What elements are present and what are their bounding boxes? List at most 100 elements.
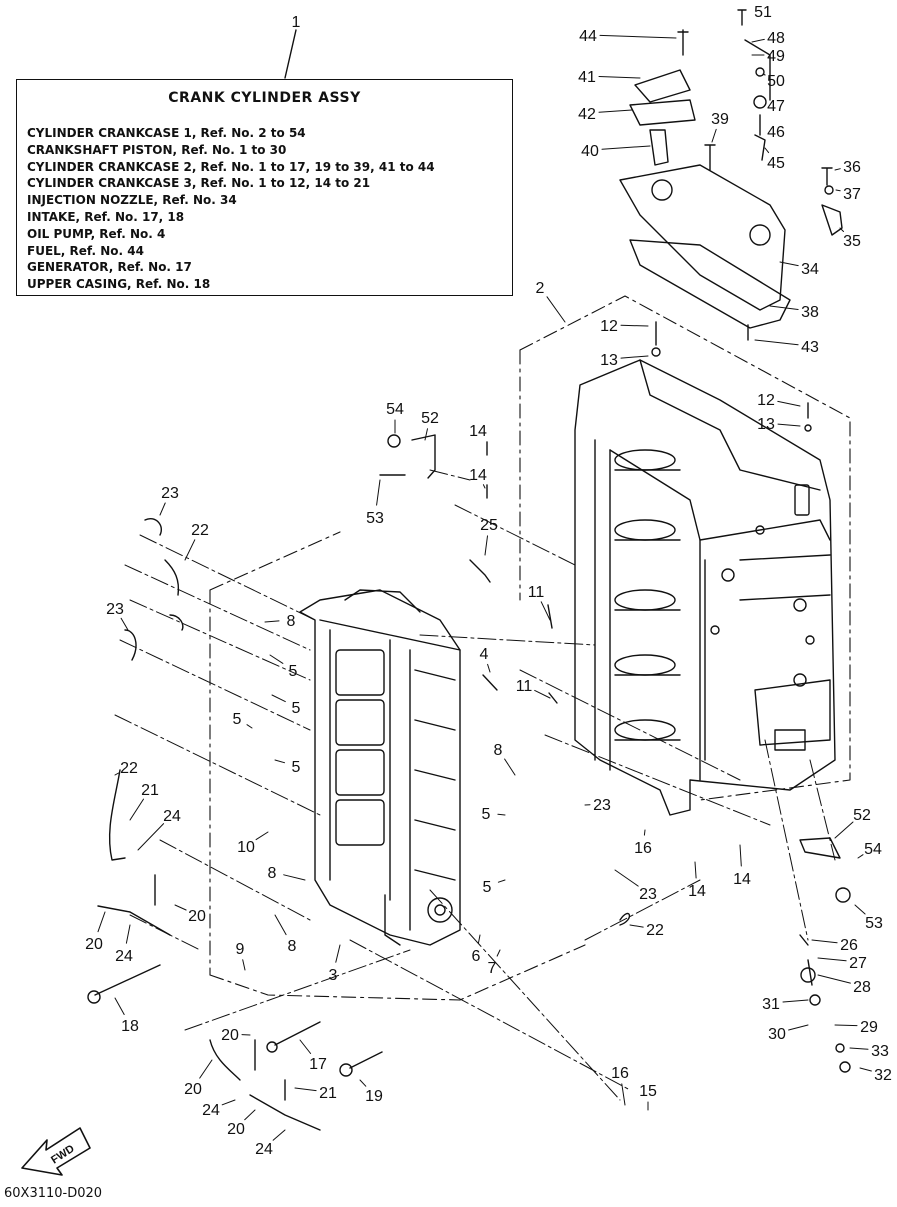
callout-number: 20 (188, 908, 206, 925)
callout-number: 34 (801, 261, 819, 278)
callout-leader (834, 1024, 858, 1027)
callout-leader (497, 813, 506, 816)
callout-number: 8 (268, 865, 277, 882)
callout-number: 11 (528, 584, 545, 601)
callout-number: 23 (593, 797, 611, 814)
callout-number: 18 (121, 1018, 139, 1035)
legend-line: INJECTION NOZZLE, Ref. No. 34 (27, 193, 237, 208)
callout-number: 14 (688, 883, 706, 900)
callout-number: 8 (288, 938, 297, 955)
crankcase-left-outline (209, 531, 586, 1001)
callout-number: 43 (801, 339, 819, 356)
callout-number: 16 (634, 840, 652, 857)
callout-leader (269, 654, 284, 664)
legend-line: INTAKE, Ref. No. 17, 18 (27, 209, 185, 224)
callout-leader (817, 957, 847, 962)
callout-number: 54 (386, 401, 404, 418)
fasteners (379, 9, 843, 704)
callout-number: 22 (120, 760, 138, 777)
callout-leader (264, 620, 280, 623)
callout-leader (376, 479, 381, 506)
callout-leader (859, 1067, 872, 1072)
legend-line: UPPER CASING, Ref. No. 18 (27, 277, 211, 292)
head-cover-assembly (619, 69, 791, 329)
callout-number: 42 (578, 106, 596, 123)
callout-leader (834, 168, 841, 171)
callout-number: 52 (853, 807, 871, 824)
callout-leader (97, 911, 106, 933)
callout-number: 16 (611, 1065, 629, 1082)
callout-number: 1 (292, 14, 301, 31)
callout-number: 5 (483, 879, 492, 896)
legend-line: CYLINDER CRANKCASE 2, Ref. No. 1 to 17, … (27, 159, 435, 174)
callout-number: 20 (184, 1081, 202, 1098)
callout-leader (854, 904, 866, 915)
callout-number: 36 (843, 159, 861, 176)
callout-number: 5 (289, 663, 298, 680)
callout-number: 24 (202, 1102, 220, 1119)
callout-leader (621, 1083, 626, 1106)
callout-number: 7 (488, 960, 497, 977)
callout-leader (764, 147, 770, 154)
callout-number: 46 (767, 124, 785, 141)
callout-leader (335, 944, 341, 963)
callout-number: 11 (516, 678, 533, 695)
callout-leader (271, 694, 286, 703)
callout-number: 9 (236, 941, 245, 958)
callout-leader (643, 829, 646, 836)
callout-number: 15 (639, 1083, 657, 1100)
callout-number: 17 (309, 1056, 327, 1073)
callout-leader (274, 759, 285, 764)
callout-leader (484, 535, 488, 556)
callout-leader (184, 539, 196, 561)
callout-number: 5 (292, 700, 301, 717)
legend-line: FUEL, Ref. No. 44 (27, 243, 144, 258)
callout-number: 14 (469, 467, 487, 484)
callout-number: 12 (757, 392, 775, 409)
callout-leader (477, 934, 481, 944)
callout-number: 32 (874, 1067, 892, 1084)
callout-leader (487, 663, 491, 673)
callout-leader (299, 1039, 312, 1054)
callout-number: 8 (494, 742, 503, 759)
callout-leader (120, 617, 129, 631)
legend-line: CRANKSHAFT PISTON, Ref. No. 1 to 30 (27, 142, 287, 157)
callout-leader (769, 305, 799, 310)
callout-number: 23 (106, 601, 124, 618)
cylinder-block-left (299, 589, 461, 946)
callout-leader (694, 861, 697, 879)
callout-number: 5 (292, 759, 301, 776)
callout-leader (129, 798, 144, 821)
callout-leader (246, 724, 253, 729)
callout-leader (496, 949, 501, 957)
callout-leader (629, 924, 644, 928)
callout-number: 25 (480, 517, 498, 534)
callout-number: 13 (600, 352, 618, 369)
callout-number: 40 (581, 143, 599, 160)
callout-number: 41 (578, 69, 596, 86)
hoses-left (97, 518, 631, 1131)
callout-number: 20 (85, 936, 103, 953)
callout-number: 23 (639, 886, 657, 903)
callout-number: 49 (767, 48, 785, 65)
callout-leader (274, 914, 287, 936)
callout-leader (711, 128, 717, 143)
callout-number: 5 (482, 806, 491, 823)
callout-number: 14 (469, 423, 487, 440)
fwd-label: FWD (49, 1143, 77, 1167)
callout-leader (779, 261, 799, 267)
callout-leader (424, 428, 428, 441)
callout-leader (598, 76, 641, 79)
long-bolts (87, 837, 851, 1077)
callout-number: 2 (536, 280, 545, 297)
callout-number: 14 (733, 871, 751, 888)
callout-leader (817, 974, 851, 984)
callout-leader (614, 869, 639, 887)
callout-leader (777, 423, 801, 427)
callout-number: 52 (421, 410, 439, 427)
callout-number: 10 (237, 839, 255, 856)
callout-number: 22 (646, 922, 664, 939)
callout-leader (137, 823, 165, 851)
